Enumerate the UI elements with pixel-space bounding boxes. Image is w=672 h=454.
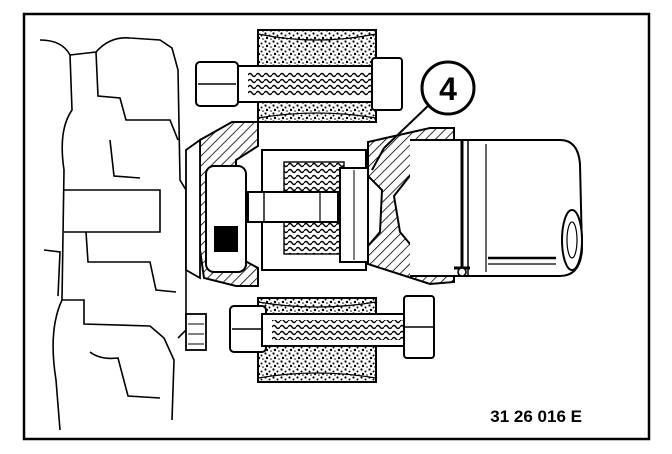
transmission-housing <box>39 36 187 431</box>
flange-spacer <box>205 165 247 273</box>
callout-4: 4 <box>371 60 476 171</box>
callout-number: 4 <box>439 71 457 107</box>
locking-nut <box>185 313 207 351</box>
seal-ring <box>339 167 369 263</box>
reference-code: 31 26 016 E <box>490 407 582 426</box>
upper-bolt <box>195 57 403 111</box>
lower-bolt <box>229 295 435 359</box>
propeller-shaft <box>410 139 584 277</box>
